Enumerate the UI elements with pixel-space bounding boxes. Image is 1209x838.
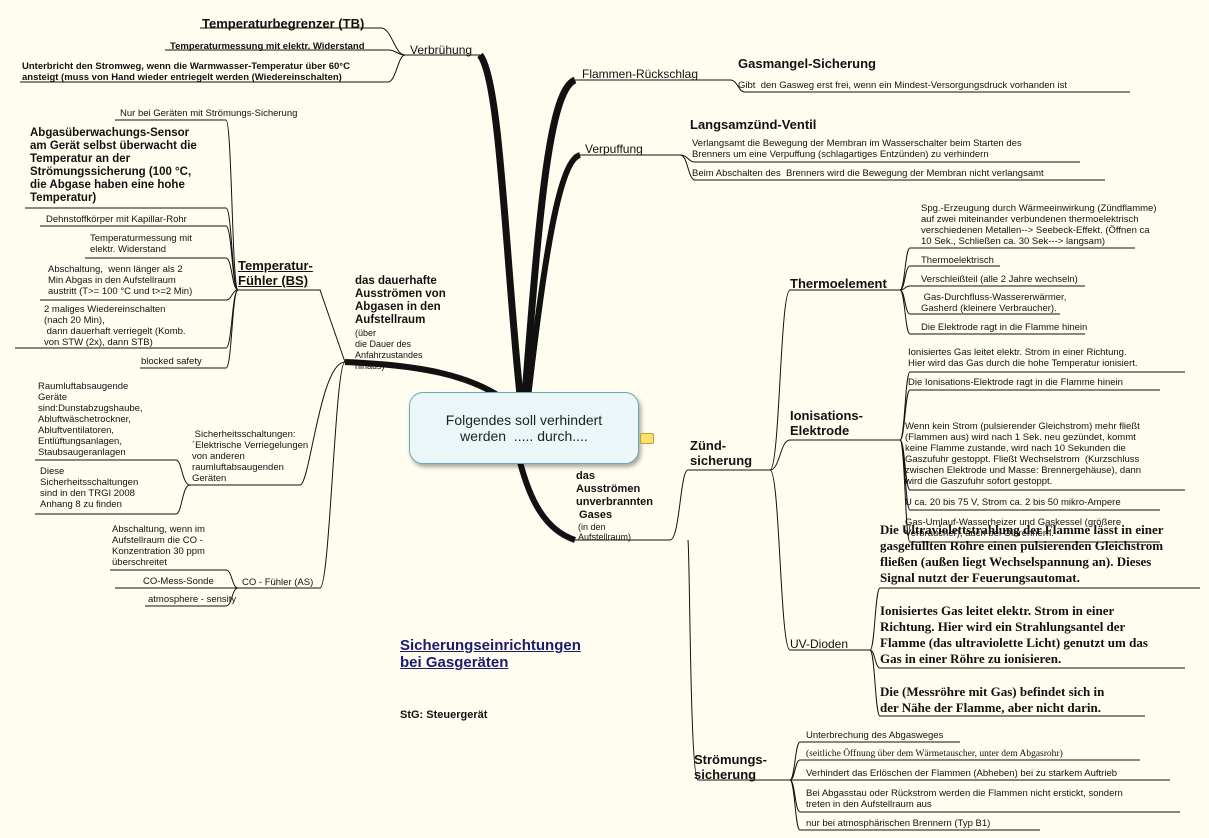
ion-item[interactable]: Gas-Umlauf-Wasserheizer und Gaskessel (g… bbox=[905, 517, 1122, 539]
zuend-title[interactable]: Zünd- sicherung bbox=[690, 438, 753, 468]
sich-item[interactable]: Diese Sicherheitsschaltungen sind in den… bbox=[40, 466, 139, 510]
thermo-item[interactable]: Gas-Durchfluss-Wassererwärmer, Gasherd (… bbox=[921, 292, 1067, 314]
ion-item[interactable]: Die Ionisations-Elektrode ragt in die Fl… bbox=[908, 377, 1123, 388]
uv-item[interactable]: Die (Messröhre mit Gas) befindet sich in… bbox=[880, 684, 1105, 715]
verpuffung-title[interactable]: Langsamzünd-Ventil bbox=[690, 117, 817, 132]
co-item[interactable]: atmosphere - sensity bbox=[148, 594, 237, 605]
ion-item[interactable]: U ca. 20 bis 75 V, Strom ca. 2 bis 50 mi… bbox=[905, 497, 1121, 508]
bs-item[interactable]: Abschaltung, wenn länger als 2 Min Abgas… bbox=[48, 264, 193, 297]
tb-item[interactable]: Unterbricht den Stromweg, wenn die Warmw… bbox=[22, 61, 350, 83]
verpuffung-item[interactable]: Beim Abschalten des Brenners wird die Be… bbox=[692, 168, 1044, 179]
bs-item[interactable]: Abgasüberwachungs-Sensor am Gerät selbst… bbox=[30, 127, 197, 204]
note-icon[interactable] bbox=[640, 433, 654, 444]
branch-flammen[interactable]: Flammen-Rückschlag bbox=[582, 67, 699, 81]
stroem-item[interactable]: Bei Abgasstau oder Rückstrom werden die … bbox=[806, 788, 1123, 810]
co-item[interactable]: Abschaltung, wenn im Aufstellraum die CO… bbox=[112, 524, 205, 568]
stroem-item[interactable]: (seitliche Öffnung über dem Wärmetausche… bbox=[806, 749, 1063, 759]
thermo-item[interactable]: Spg.-Erzeugung durch Wärmeeinwirkung (Zü… bbox=[921, 203, 1157, 247]
footer-note: StG: Steuergerät bbox=[400, 709, 488, 721]
verpuffung-item[interactable]: Verlangsamt die Bewegung der Membran im … bbox=[692, 138, 1022, 160]
bs-item[interactable]: Nur bei Geräten mit Strömungs-Sicherung bbox=[120, 108, 298, 119]
ion-title[interactable]: Ionisations- Elektrode bbox=[790, 408, 863, 438]
bs-title[interactable]: Temperatur- Fühler (BS) bbox=[238, 258, 313, 288]
branch-abgas-note: (über die Dauer des Anfahrzustandes hina… bbox=[355, 328, 423, 371]
uv-title[interactable]: UV-Dioden bbox=[790, 637, 849, 651]
co-title[interactable]: CO - Fühler (AS) bbox=[242, 577, 314, 588]
branch-unverbrannt-note: (in den Aufstellraum) bbox=[578, 522, 632, 542]
ion-item[interactable]: Wenn kein Strom (pulsierender Gleichstro… bbox=[905, 421, 1142, 487]
branch-unverbrannt[interactable]: das Ausströmen unverbrannten Gases bbox=[576, 470, 654, 521]
stroem-title[interactable]: Strömungs- sicherung bbox=[694, 752, 767, 782]
central-topic[interactable]: Folgendes soll verhindert werden ..... d… bbox=[409, 392, 639, 464]
uv-item[interactable]: Die Ultraviolettstrahlung der Flamme läs… bbox=[880, 522, 1164, 585]
bs-item[interactable]: Dehnstoffkörper mit Kapillar-Rohr bbox=[46, 214, 187, 225]
flammen-title[interactable]: Gasmangel-Sicherung bbox=[738, 56, 876, 71]
stroem-item[interactable]: nur bei atmosphärischen Brennern (Typ B1… bbox=[806, 818, 991, 829]
branch-abgas[interactable]: das dauerhafte Ausströmen von Abgasen in… bbox=[355, 275, 446, 326]
tb-title[interactable]: Temperaturbegrenzer (TB) bbox=[202, 16, 365, 31]
thermo-item[interactable]: Verschleißteil (alle 2 Jahre wechseln) bbox=[921, 274, 1078, 285]
flammen-item[interactable]: Gibt den Gasweg erst frei, wenn ein Mind… bbox=[738, 80, 1067, 91]
stroem-item[interactable]: Verhindert das Erlöschen der Flammen (Ab… bbox=[806, 768, 1118, 779]
thermo-title[interactable]: Thermoelement bbox=[790, 276, 887, 291]
map-title: Sicherungseinrichtungen bei Gasgeräten bbox=[400, 637, 581, 671]
uv-item[interactable]: Ionisiertes Gas leitet elektr. Strom in … bbox=[880, 603, 1148, 666]
co-item[interactable]: CO-Mess-Sonde bbox=[143, 576, 214, 587]
branch-verbruehung[interactable]: Verbrühung bbox=[410, 43, 473, 57]
sich-title[interactable]: Sicherheitsschaltungen: ´Elektrische Ver… bbox=[192, 429, 309, 484]
bs-item[interactable]: blocked safety bbox=[141, 356, 202, 367]
sich-item[interactable]: Raumluftabsaugende Geräte sind:Dunstabzu… bbox=[38, 381, 143, 458]
thermo-item[interactable]: Thermoelektrisch bbox=[921, 255, 994, 266]
tb-item[interactable]: Temperaturmessung mit elektr. Widerstand bbox=[170, 41, 365, 52]
branch-verpuffung[interactable]: Verpuffung bbox=[585, 142, 643, 156]
ion-item[interactable]: Ionisiertes Gas leitet elektr. Strom in … bbox=[908, 347, 1138, 369]
stroem-item[interactable]: Unterbrechung des Abgasweges bbox=[806, 730, 944, 741]
bs-item[interactable]: 2 maliges Wiedereinschalten (nach 20 Min… bbox=[44, 304, 186, 348]
thermo-item[interactable]: Die Elektrode ragt in die Flamme hinein bbox=[921, 322, 1088, 333]
bs-item[interactable]: Temperaturmessung mit elektr. Widerstand bbox=[90, 233, 192, 255]
